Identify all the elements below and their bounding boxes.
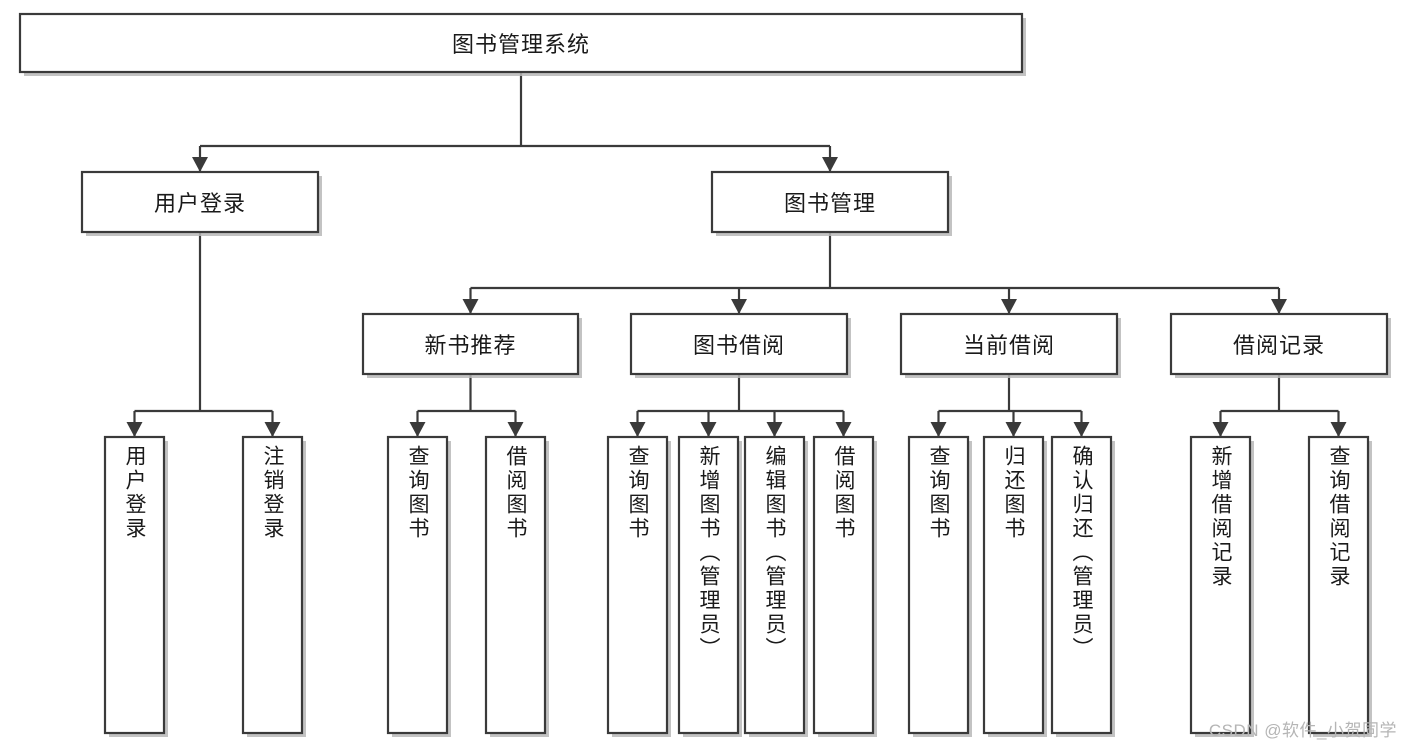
arrow-head-leaf-rec-query xyxy=(1330,422,1347,437)
arrow-head-current xyxy=(1001,299,1017,314)
node-layer xyxy=(18,12,1391,737)
node-leaf-user-logout[interactable] xyxy=(241,435,304,735)
arrow-head-leaf-bor-add xyxy=(700,422,717,437)
arrow-head-leaf-bor-lend xyxy=(835,422,852,437)
node-login[interactable] xyxy=(80,170,320,234)
node-leaf-bor-add[interactable] xyxy=(677,435,740,735)
node-leaf-bor-lend[interactable] xyxy=(812,435,875,735)
node-leaf-bor-query[interactable] xyxy=(606,435,669,735)
connector-layer xyxy=(126,72,1347,437)
arrow-head-leaf-bor-edit xyxy=(766,422,783,437)
node-leaf-rec-query[interactable] xyxy=(1307,435,1370,735)
node-leaf-rec-add[interactable] xyxy=(1189,435,1252,735)
arrow-head-leaf-user-logout xyxy=(264,422,281,437)
arrow-head-leaf-bor-query xyxy=(629,422,646,437)
node-root[interactable] xyxy=(18,12,1024,74)
node-leaf-cur-return[interactable] xyxy=(982,435,1045,735)
node-leaf-new-borrow[interactable] xyxy=(484,435,547,735)
arrow-head-borrow xyxy=(731,299,747,314)
arrow-head-record xyxy=(1271,299,1287,314)
arrow-head-leaf-cur-confirm xyxy=(1073,422,1090,437)
node-leaf-user-login[interactable] xyxy=(103,435,166,735)
arrow-head-leaf-rec-add xyxy=(1212,422,1229,437)
arrow-head-newbook xyxy=(462,299,479,314)
arrow-head-leaf-user-login xyxy=(126,422,143,437)
node-leaf-cur-query[interactable] xyxy=(907,435,970,735)
arrow-head-leaf-new-query xyxy=(409,422,426,437)
arrow-head-bookmgmt xyxy=(822,157,838,172)
node-leaf-cur-confirm[interactable] xyxy=(1050,435,1113,735)
node-current[interactable] xyxy=(899,312,1119,376)
arrow-head-leaf-new-borrow xyxy=(507,422,524,437)
arrow-head-leaf-cur-query xyxy=(930,422,947,437)
node-bookmgmt[interactable] xyxy=(710,170,950,234)
arrow-head-login xyxy=(192,157,208,172)
node-newbook[interactable] xyxy=(361,312,580,376)
arrow-head-leaf-cur-return xyxy=(1005,422,1022,437)
node-borrow[interactable] xyxy=(629,312,849,376)
node-leaf-bor-edit[interactable] xyxy=(743,435,806,735)
node-leaf-new-query[interactable] xyxy=(386,435,449,735)
node-record[interactable] xyxy=(1169,312,1389,376)
